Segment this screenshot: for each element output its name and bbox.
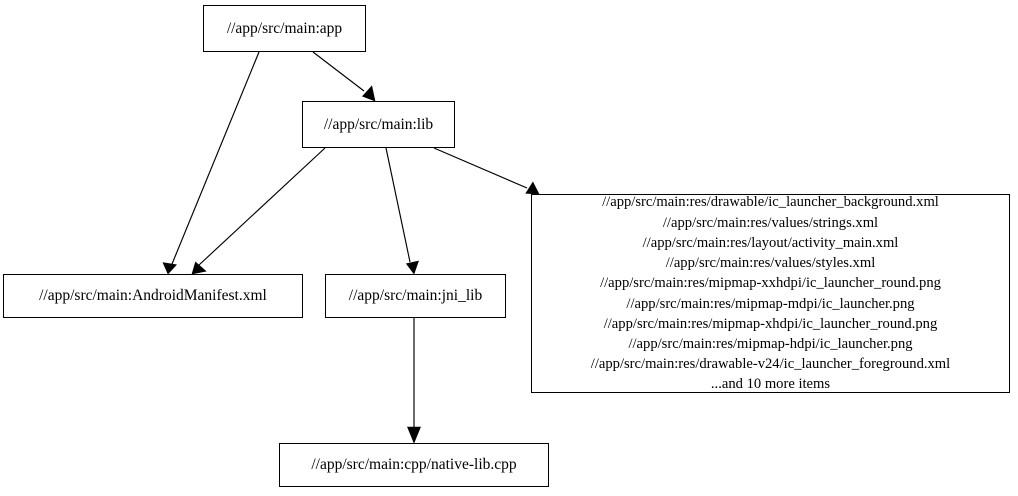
node-label-native-lib-cpp: //app/src/main:cpp/native-lib.cpp — [311, 456, 517, 474]
node-label-lib: //app/src/main:lib — [323, 115, 434, 133]
edge-app-to-lib — [312, 51, 376, 102]
edge-lib-to-manifest — [191, 147, 326, 275]
node-label-android-manifest: //app/src/main:AndroidManifest.xml — [39, 287, 267, 305]
edge-line — [198, 147, 326, 266]
edge-app-to-manifest — [162, 51, 260, 275]
node-label-jni-lib: //app/src/main:jni_lib — [348, 287, 483, 305]
arrowhead-icon — [162, 262, 177, 275]
edge-jni-lib-to-native-lib — [407, 318, 421, 444]
edge-lib-to-jni-lib — [385, 147, 419, 275]
graph-node-jni-lib[interactable]: //app/src/main:jni_lib — [325, 274, 506, 318]
node-label-app: //app/src/main:app — [226, 19, 343, 37]
edge-line — [171, 51, 260, 265]
arrowhead-icon — [525, 181, 540, 195]
arrowhead-icon — [191, 261, 207, 275]
edge-line — [385, 147, 411, 263]
arrowhead-icon — [407, 426, 421, 444]
edge-lib-to-resources — [433, 147, 540, 195]
graph-node-android-manifest[interactable]: //app/src/main:AndroidManifest.xml — [3, 274, 303, 318]
graph-node-lib[interactable]: //app/src/main:lib — [302, 101, 455, 148]
edge-line — [312, 51, 365, 92]
graph-node-resources[interactable]: //app/src/main:res/drawable/ic_launcher_… — [531, 194, 1010, 393]
graph-node-app[interactable]: //app/src/main:app — [203, 5, 366, 52]
graph-node-native-lib-cpp[interactable]: //app/src/main:cpp/native-lib.cpp — [279, 443, 549, 487]
edge-line — [433, 147, 528, 189]
arrowhead-icon — [405, 260, 419, 275]
node-label-resources: //app/src/main:res/drawable/ic_launcher_… — [590, 194, 951, 393]
arrowhead-icon — [361, 85, 376, 102]
